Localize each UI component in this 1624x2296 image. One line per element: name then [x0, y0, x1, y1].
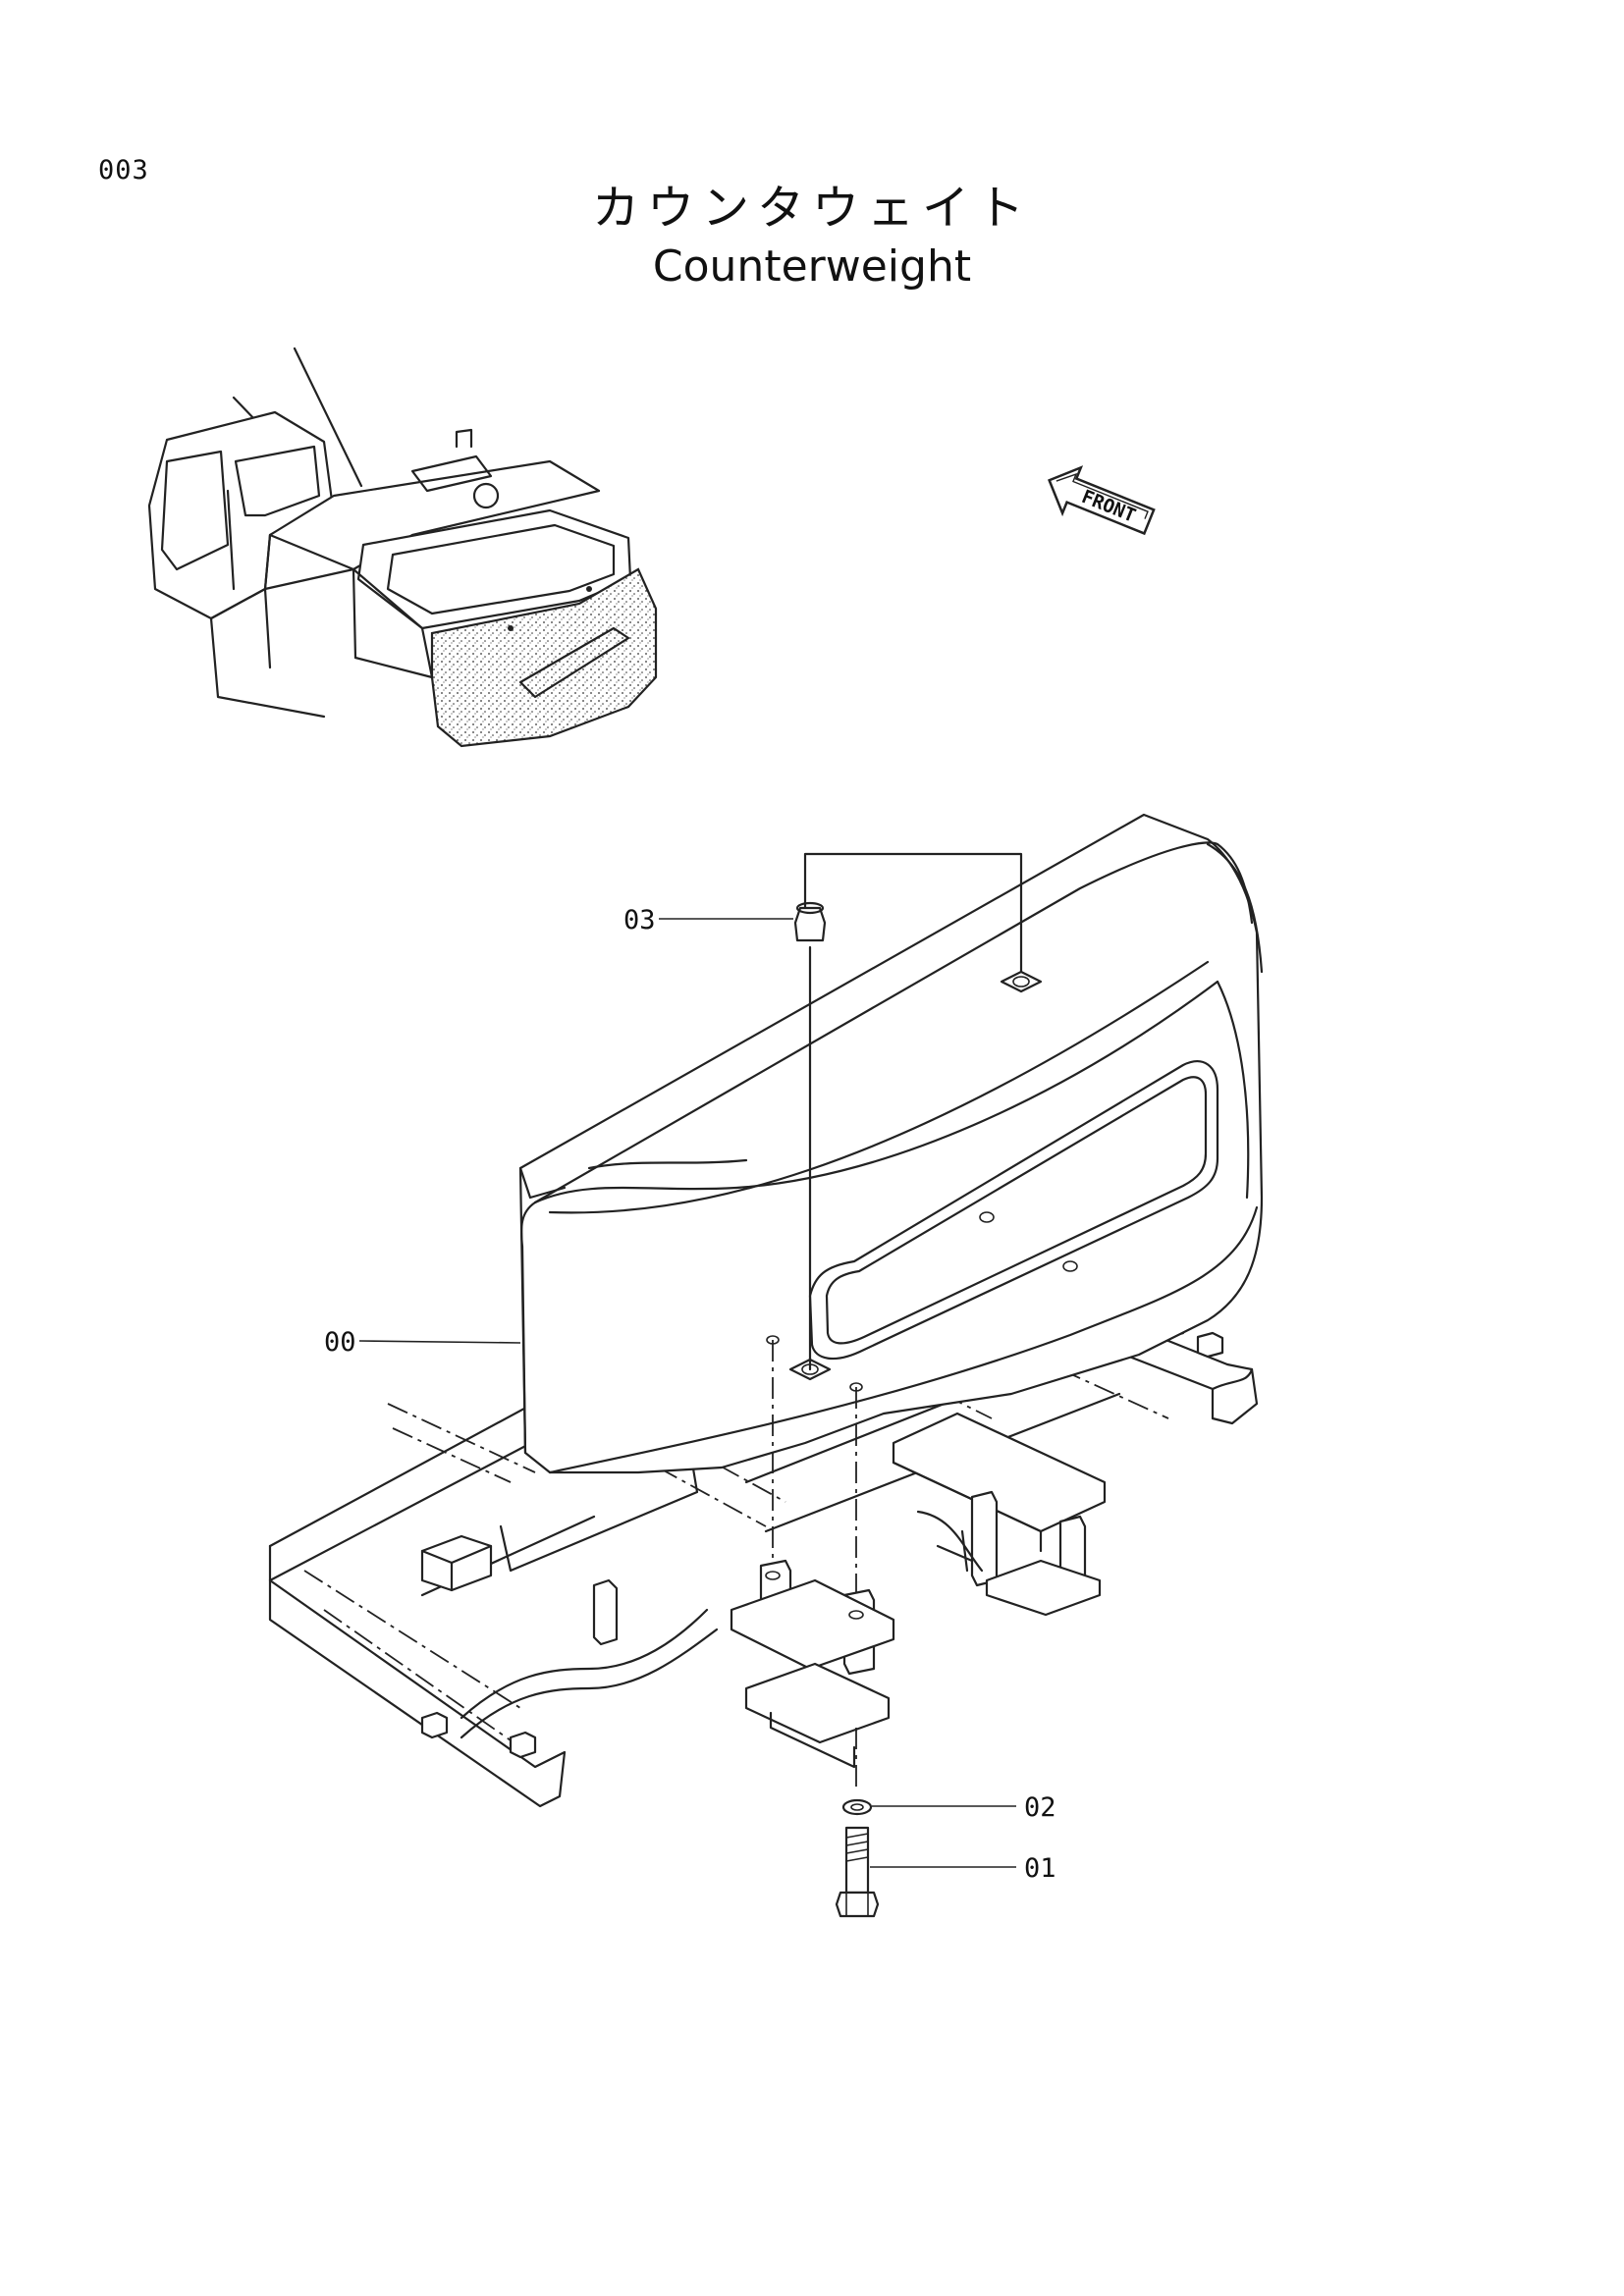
counterweight-main	[518, 813, 1264, 1474]
title-english: Counterweight	[652, 241, 972, 292]
callout-01: 01	[1024, 1853, 1056, 1884]
callout-03: 03	[623, 905, 656, 935]
bolt-centerlines	[730, 1340, 895, 1787]
part-00-callout: 00	[324, 1327, 521, 1358]
part-01-bolt: 01	[835, 1826, 1056, 1918]
title-japanese: カウンタウェイト	[591, 181, 1032, 236]
front-arrow: FRONT	[1048, 465, 1156, 536]
part-02-washer: 02	[841, 1792, 1056, 1823]
callout-02: 02	[1024, 1792, 1056, 1823]
title-block: カウンタウェイト Counterweight	[0, 179, 1624, 296]
page-number: 003	[98, 155, 149, 186]
excavator-overview	[147, 347, 658, 748]
part-03-cap: 03	[623, 901, 827, 1371]
callout-00: 00	[324, 1327, 356, 1358]
